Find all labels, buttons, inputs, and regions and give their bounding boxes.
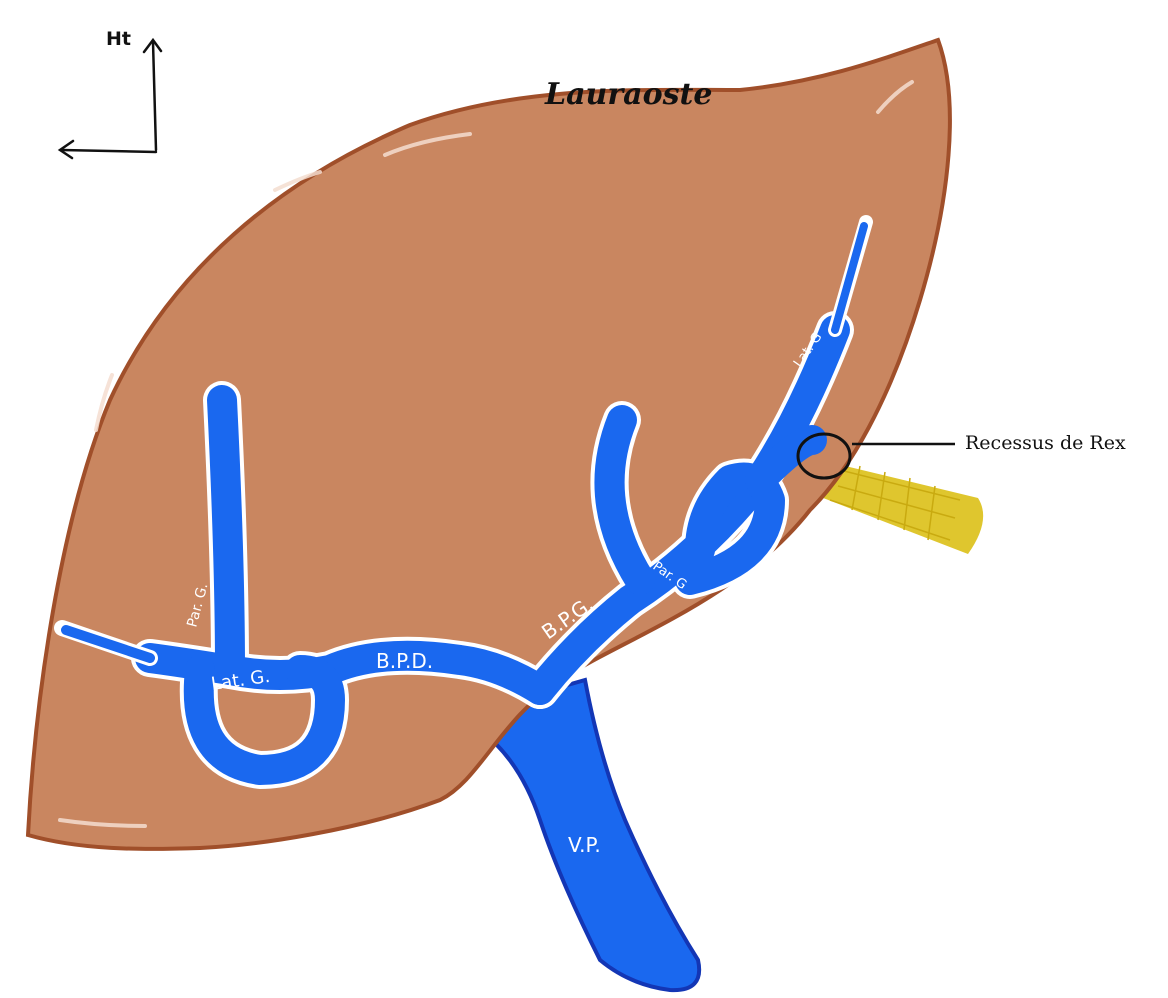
title: Lauraoste (544, 77, 712, 112)
orientation-indicator (60, 40, 161, 158)
callout-label: Recessus de Rex (965, 432, 1126, 454)
left-arrow-icon (62, 150, 156, 152)
up-arrow-icon (153, 42, 156, 150)
label-right-branch: B.P.D. (376, 649, 433, 673)
up-label: Ht (106, 28, 131, 50)
label-portal-vein: V.P. (568, 833, 601, 857)
